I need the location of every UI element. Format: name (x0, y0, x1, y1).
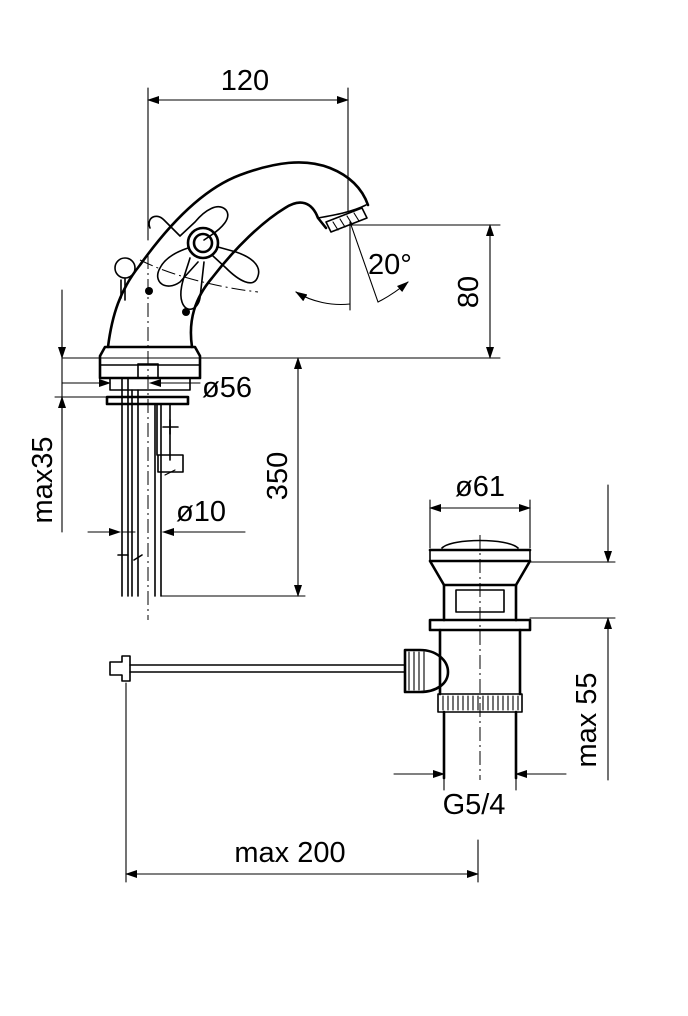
dimension-120: 120 (221, 65, 269, 97)
dimension-max-55: max 55 (571, 672, 603, 767)
dimension-max-35: max35 (27, 436, 59, 523)
drain-dimensions (125, 484, 616, 883)
dimension-dia-10: ø10 (176, 496, 226, 528)
dimension-80: 80 (453, 276, 485, 308)
dimension-20-degrees: 20° (368, 249, 412, 281)
knurl-lines (442, 695, 519, 711)
faucet-dimensions (54, 87, 501, 597)
dimension-dia-61: ø61 (455, 471, 505, 503)
faucet-drawing (98, 161, 370, 620)
drain-drawing (109, 535, 532, 780)
dimension-dia-56: ø56 (202, 372, 252, 404)
dimension-max-200: max 200 (234, 837, 345, 869)
connector-knurl (408, 651, 425, 691)
dimension-g54: G5/4 (443, 789, 506, 821)
dimension-350: 350 (262, 452, 294, 500)
